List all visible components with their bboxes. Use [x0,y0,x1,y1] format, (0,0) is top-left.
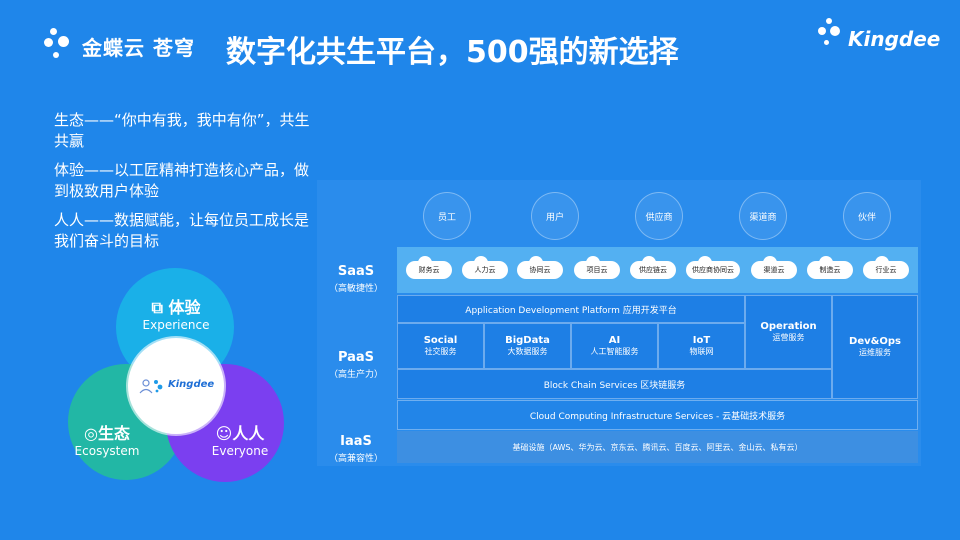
iot-service-box: IoT 物联网 [658,323,745,369]
experience-cn: 体验 [168,298,201,317]
logo-left-text: 金蝶云 苍穹 [82,36,195,60]
iaas-infrastructure-band: 基础设施（AWS、华为云、京东云、腾讯云、百度云、阿里云、金山云、私有云） [397,431,918,463]
cloud-app: 渠道云 [751,256,797,279]
cloud-app-label: 项目云 [586,266,608,274]
everyone-en: Everyone [211,444,269,458]
ai-service-box: AI 人工智能服务 [571,323,658,369]
social-service-box: Social 社交服务 [397,323,484,369]
ecosystem-label: ◎生态 Ecosystem [64,420,150,458]
service-sub: 人工智能服务 [590,347,639,356]
saas-label: SaaS （高敏捷性） [317,264,395,294]
cloud-app-label: 制造云 [819,266,841,274]
paas-name: PaaS [337,350,375,365]
iaas-infra-label: 基础设施（AWS、华为云、京东云、腾讯云、百度云、阿里云、金山云、私有云） [512,442,803,452]
cloud-app: 行业云 [863,256,909,279]
cloud-app-label: 财务云 [418,266,440,274]
service-title: IoT [692,335,711,346]
bullet-everyone: 人人——数据赋能，让每位员工成长是我们奋斗的目标 [54,211,310,250]
user-bubble: 用户 [531,192,579,240]
bullet-experience: 体验——以工匠精神打造核心产品，做到极致用户体验 [54,161,310,200]
logo-dots-icon [44,28,78,64]
paas-sub: （高生产力） [328,370,383,380]
cloud-app: 协同云 [517,256,563,279]
devops-service-box: Dev&Ops 运维服务 [832,295,918,399]
bigdata-service-box: BigData 大数据服务 [484,323,571,369]
ecosystem-cn: 生态 [97,424,130,443]
app-dev-platform-box: Application Development Platform 应用开发平台 [397,295,745,323]
cloud-app: 人力云 [462,256,508,279]
user-group-icon [139,379,163,394]
service-title: BigData [505,335,550,346]
users-row: 员工 用户 供应商 渠道商 伙伴 [397,188,917,244]
cloud-app: 项目云 [574,256,620,279]
service-sub: 物联网 [689,347,714,356]
core-brand-text: Kingdee [168,379,215,390]
blockchain-label: Block Chain Services 区块链服务 [543,380,686,391]
cloud-app: 供应商协同云 [686,256,740,279]
kingdee-cosmic-logo: 金蝶云 苍穹 [44,22,204,68]
saas-sub: （高敏捷性） [328,284,383,294]
core-brand: Kingdee [138,378,214,394]
kingdee-logo: Kingdee [818,18,941,58]
cloud-app-label: 行业云 [875,266,897,274]
cloud-app: 制造云 [807,256,853,279]
core-circle [128,338,224,434]
service-sub: 社交服务 [424,347,457,356]
iaas-label: IaaS （高兼容性） [317,434,395,464]
cloud-app: 财务云 [406,256,452,279]
value-statements: 生态——“你中有我，我中有你”，共生共赢 体验——以工匠精神打造核心产品，做到极… [54,110,316,260]
service-title: Social [423,335,458,346]
experience-label: ⧉ 体验 Experience [128,294,224,332]
user-bubble: 渠道商 [739,192,787,240]
saas-name: SaaS [337,264,375,279]
operation-sub: 运营服务 [772,333,805,342]
bullet-ecosystem: 生态——“你中有我，我中有你”，共生共赢 [54,111,310,150]
operation-title: Operation [760,321,817,332]
page-title: 数字化共生平台，500强的新选择 [226,35,679,70]
cloud-app-label: 渠道云 [763,266,785,274]
saas-band: 财务云 人力云 协同云 项目云 供应链云 供应商协同云 渠道云 制造云 行业云 [397,247,918,293]
devops-title: Dev&Ops [849,336,901,347]
cloud-app-label: 人力云 [474,266,496,274]
bulb-icon: ◎ [84,424,98,443]
venn-diagram: ⧉ 体验 Experience ◎生态 Ecosystem ☺人人 Everyo… [62,268,292,490]
experience-en: Experience [142,318,210,332]
cloud-app-label: 协同云 [529,266,551,274]
user-bubble: 供应商 [635,192,683,240]
everyone-label: ☺人人 Everyone [204,420,276,458]
cloud-computing-box: Cloud Computing Infrastructure Services … [397,400,918,430]
kingdee-wordmark: Kingdee [848,27,941,51]
cloud-app-label: 供应链云 [639,266,667,274]
platform-architecture: 员工 用户 供应商 渠道商 伙伴 SaaS （高敏捷性） PaaS （高生产力）… [317,180,921,466]
paas-label: PaaS （高生产力） [317,350,395,380]
operation-service-box: Operation 运营服务 [745,295,832,369]
user-bubble: 员工 [423,192,471,240]
iaas-sub: （高兼容性） [328,454,383,464]
iaas-name: IaaS [340,434,372,449]
everyone-cn: 人人 [232,424,265,443]
blockchain-service-box: Block Chain Services 区块链服务 [397,369,832,399]
chart-icon: ⧉ [151,298,169,317]
cloud-app: 供应链云 [630,256,676,279]
service-sub: 大数据服务 [507,347,548,356]
people-icon: ☺ [215,424,233,443]
ecosystem-en: Ecosystem [74,444,140,458]
cloud-app-label: 供应商协同云 [692,266,734,274]
service-title: AI [608,335,621,346]
app-dev-platform-label: Application Development Platform 应用开发平台 [465,305,677,316]
user-bubble: 伙伴 [843,192,891,240]
devops-sub: 运维服务 [859,348,891,357]
cloud-computing-label: Cloud Computing Infrastructure Services … [529,411,786,422]
